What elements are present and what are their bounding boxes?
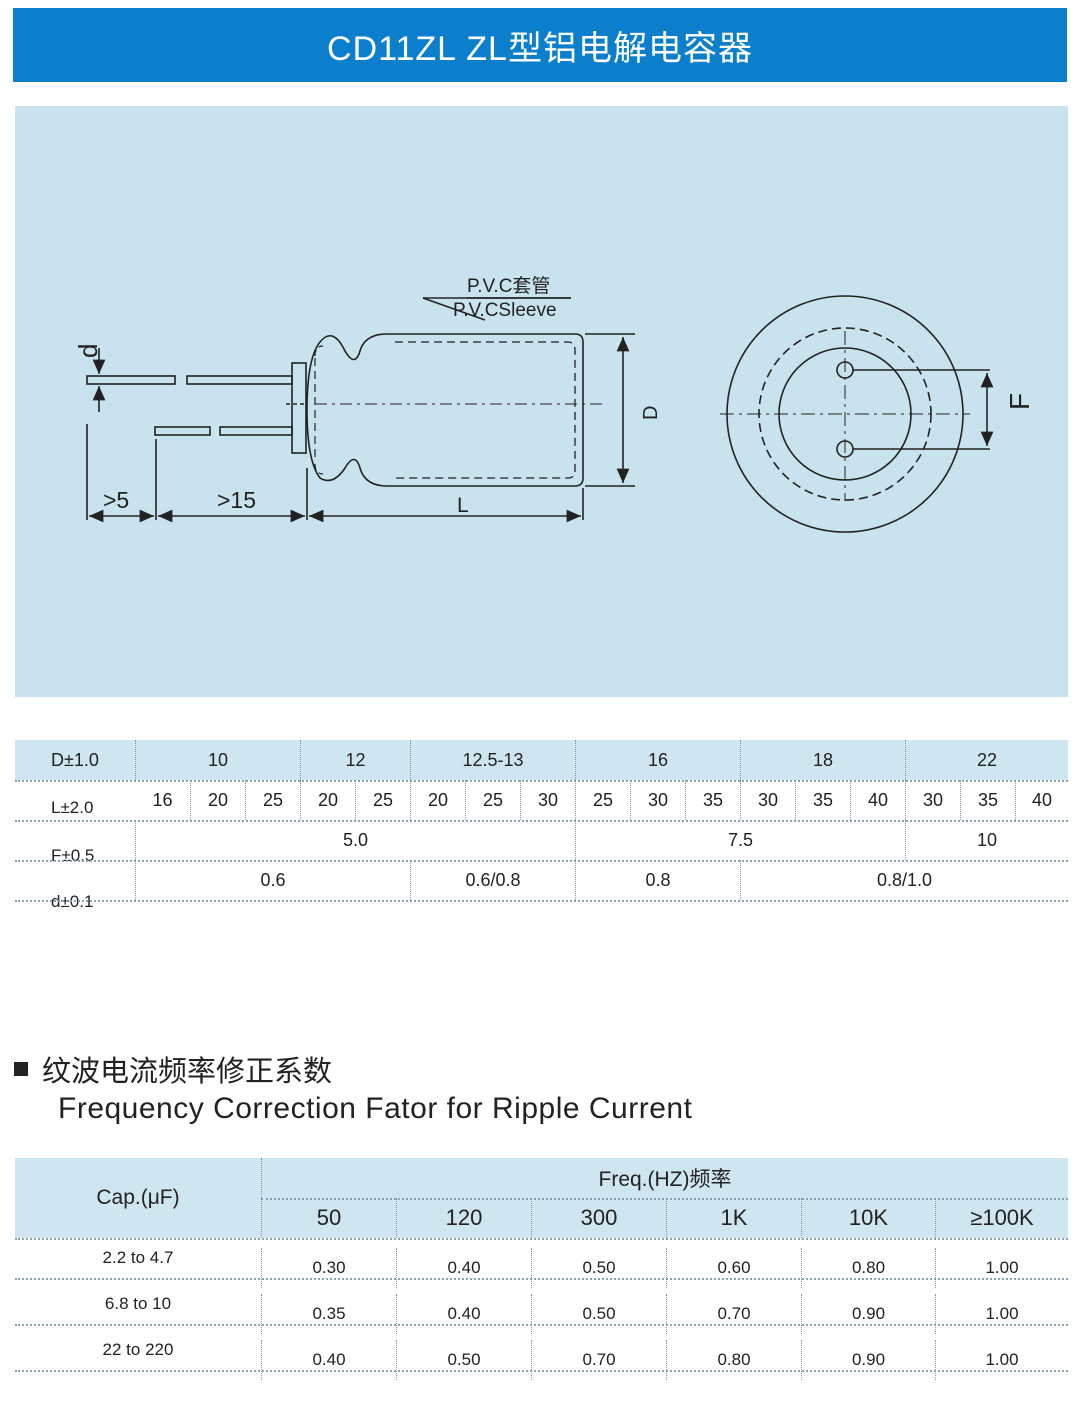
table-row: 22 to 220 0.40 0.50 0.70 0.80 0.90 1.00: [15, 1330, 1068, 1380]
d-group-cell: 12: [300, 740, 410, 780]
l-value-cell: 25: [575, 780, 630, 820]
d-group-cell: 10: [135, 740, 300, 780]
l-value-cell: 40: [1015, 780, 1068, 820]
sleeve-label-en: P.V.CSleeve: [453, 300, 557, 321]
dimension-drawing: P.V.C套管 P.V.CSleeve d D L F >5 >15: [15, 106, 1068, 697]
l-value-cell: 16: [152, 789, 173, 810]
section-heading-cn: 纹波电流频率修正系数: [14, 1048, 332, 1090]
factor-value: 1.00: [935, 1248, 1068, 1288]
lead-diameter-label: d: [73, 344, 103, 358]
factor-value: 0.50: [531, 1248, 666, 1288]
f-value-cell: 5.0: [135, 820, 575, 860]
cap-header: Cap.(μF): [96, 1186, 180, 1209]
dim-gt5-label: >5: [103, 487, 129, 513]
l-value-cell: 40: [850, 780, 905, 820]
freq-col-header: 1K: [666, 1198, 801, 1238]
sleeve-label-cn: P.V.C套管: [467, 275, 550, 297]
dim-gt15-label: >15: [217, 487, 256, 513]
cap-value: 2.2 to 4.7: [102, 1248, 174, 1267]
l-value-cell: 35: [960, 780, 1015, 820]
factor-value: 0.80: [801, 1248, 935, 1288]
capacitor-body-outline: [306, 333, 584, 487]
page-title: CD11ZL ZL型铝电解电容器: [327, 29, 753, 68]
factor-value: 0.90: [801, 1294, 935, 1334]
cap-value: 6.8 to 10: [104, 1294, 172, 1313]
lead-d-value-cell: 0.8/1.0: [740, 860, 1068, 900]
factor-value: 0.60: [666, 1248, 801, 1288]
l-value-cell: 20: [190, 780, 245, 820]
section-title-cn: 纹波电流频率修正系数: [42, 1054, 333, 1088]
capacitor-drawing-svg: P.V.C套管 P.V.CSleeve d D L F >5 >15: [73, 275, 1035, 533]
l-value-cell: 35: [685, 780, 740, 820]
factor-value: 0.90: [801, 1340, 935, 1380]
l-value-cell: 25: [465, 780, 520, 820]
l-value-cell: 30: [905, 780, 960, 820]
freq-col-header: ≥100K: [935, 1198, 1068, 1238]
freq-col-header: 300: [531, 1198, 666, 1238]
factor-value: 0.50: [531, 1294, 666, 1334]
dimension-table: D±1.0 10 12 12.5-13 16 18 22 L±2.0 16 20…: [15, 740, 1068, 911]
l-value-cell: 25: [355, 780, 410, 820]
lead-spacing-label: F: [1004, 393, 1035, 410]
factor-value: 1.00: [935, 1294, 1068, 1334]
l-value-cell: 20: [410, 780, 465, 820]
frequency-table: Cap.(μF) Freq.(HZ)频率 50 120 300 1K 10K ≥…: [15, 1158, 1068, 1402]
factor-value: 0.50: [396, 1340, 531, 1380]
d-group-cell: 22: [905, 740, 1068, 780]
table-row: 2.2 to 4.7 0.30 0.40 0.50 0.60 0.80 1.00: [15, 1238, 1068, 1288]
factor-value: 0.40: [396, 1248, 531, 1288]
length-label: L: [457, 494, 469, 517]
factor-value: 0.70: [531, 1340, 666, 1380]
freq-col-header: 10K: [801, 1198, 935, 1238]
d-group-cell: 18: [740, 740, 905, 780]
factor-value: 0.35: [261, 1294, 396, 1334]
lead-diameter-row: d±0.1 0.6 0.6/0.8 0.8 0.8/1.0: [15, 860, 1068, 911]
l-value-cell: 30: [520, 780, 575, 820]
lead-d-value-cell: 0.6/0.8: [410, 860, 575, 900]
freq-col-header: 50: [261, 1198, 396, 1238]
cap-value: 22 to 220: [102, 1340, 174, 1359]
l-value-cell: 30: [740, 780, 795, 820]
factor-value: 0.30: [261, 1248, 396, 1288]
row-label-lead-diameter: d±0.1: [51, 892, 94, 911]
bullet-square-icon: [14, 1062, 28, 1076]
lead-d-value-cell: 0.6: [135, 860, 410, 900]
diameter-row: D±1.0 10 12 12.5-13 16 18 22: [15, 740, 1068, 780]
section-title-en: Frequency Correction Fator for Ripple Cu…: [58, 1092, 693, 1125]
freq-header: Freq.(HZ)频率: [261, 1158, 1068, 1198]
l-value-cell: 20: [300, 780, 355, 820]
d-group-cell: 16: [575, 740, 740, 780]
title-banner: CD11ZL ZL型铝电解电容器: [13, 8, 1067, 82]
l-value-cell: 30: [630, 780, 685, 820]
d-group-cell: 12.5-13: [410, 740, 575, 780]
table-row: 6.8 to 10 0.35 0.40 0.50 0.70 0.90 1.00: [15, 1284, 1068, 1334]
f-value-cell: 7.5: [575, 820, 905, 860]
l-value-cell: 25: [245, 780, 300, 820]
row-label-diameter: D±1.0: [51, 749, 99, 770]
diameter-label: D: [640, 406, 662, 420]
l-value-cell: 35: [795, 780, 850, 820]
factor-value: 0.80: [666, 1340, 801, 1380]
length-row: L±2.0 16 20 25 20 25 20 25 30 25 30 35 3…: [15, 780, 1068, 820]
spacing-row: F±0.5 5.0 7.5 10: [15, 820, 1068, 865]
factor-value: 0.40: [396, 1294, 531, 1334]
factor-value: 1.00: [935, 1340, 1068, 1380]
freq-col-header: 120: [396, 1198, 531, 1238]
factor-value: 0.40: [261, 1340, 396, 1380]
f-value-cell: 10: [905, 820, 1068, 860]
lead-d-value-cell: 0.8: [575, 860, 740, 900]
row-label-length: L±2.0: [51, 798, 94, 817]
factor-value: 0.70: [666, 1294, 801, 1334]
